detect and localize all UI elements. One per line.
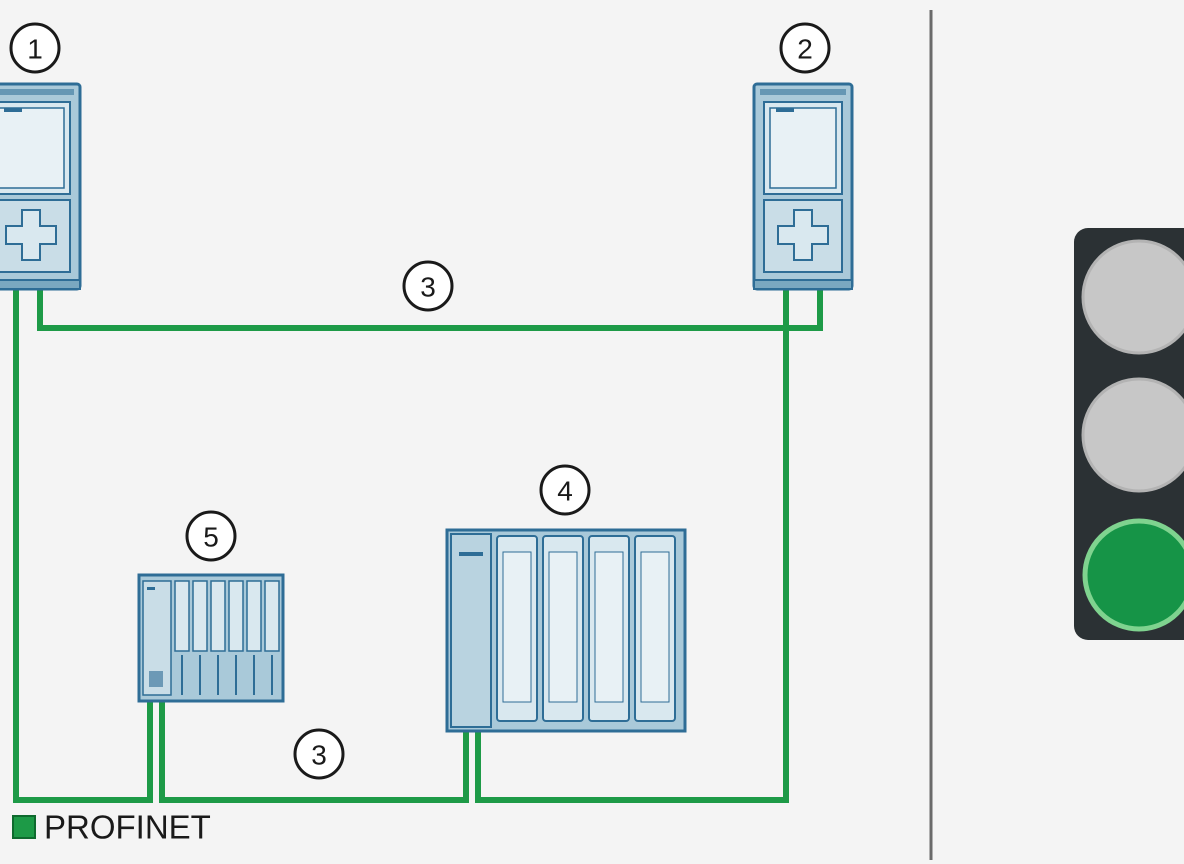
io-device-large [445,528,687,733]
legend-label: PROFINET [44,809,211,846]
network-line-right [475,288,789,803]
cpu-1-dpad-icon [5,209,57,261]
cpu-2-dpad-icon [777,209,829,261]
traffic-light-lamp-top [1081,239,1184,355]
callout-3-top-text: 3 [420,272,436,303]
network-line-bottom [159,700,469,803]
network-line-top [37,288,823,331]
network-line-left [13,288,153,803]
callout-3-bottom: 3 [293,728,345,780]
traffic-light-lamp-middle [1081,377,1184,493]
callout-5-text: 5 [203,522,219,553]
callout-4-text: 4 [557,476,573,507]
profinet-legend-swatch [12,815,36,839]
callout-2-text: 2 [797,34,813,65]
traffic-light-lamp-bottom [1082,518,1184,632]
traffic-light-icon [1074,228,1184,640]
callout-1-text: 1 [27,34,43,65]
cpu-2 [752,82,854,291]
cpu-1 [0,82,82,291]
profinet-network [13,288,823,803]
callout-4: 4 [539,464,591,516]
legend: PROFINET [12,809,211,846]
io-device-small [137,573,285,703]
callout-2: 2 [779,22,831,74]
callout-5: 5 [185,510,237,562]
callout-3-bottom-text: 3 [311,740,327,771]
callout-1: 1 [9,22,61,74]
callout-3-top: 3 [402,260,454,312]
